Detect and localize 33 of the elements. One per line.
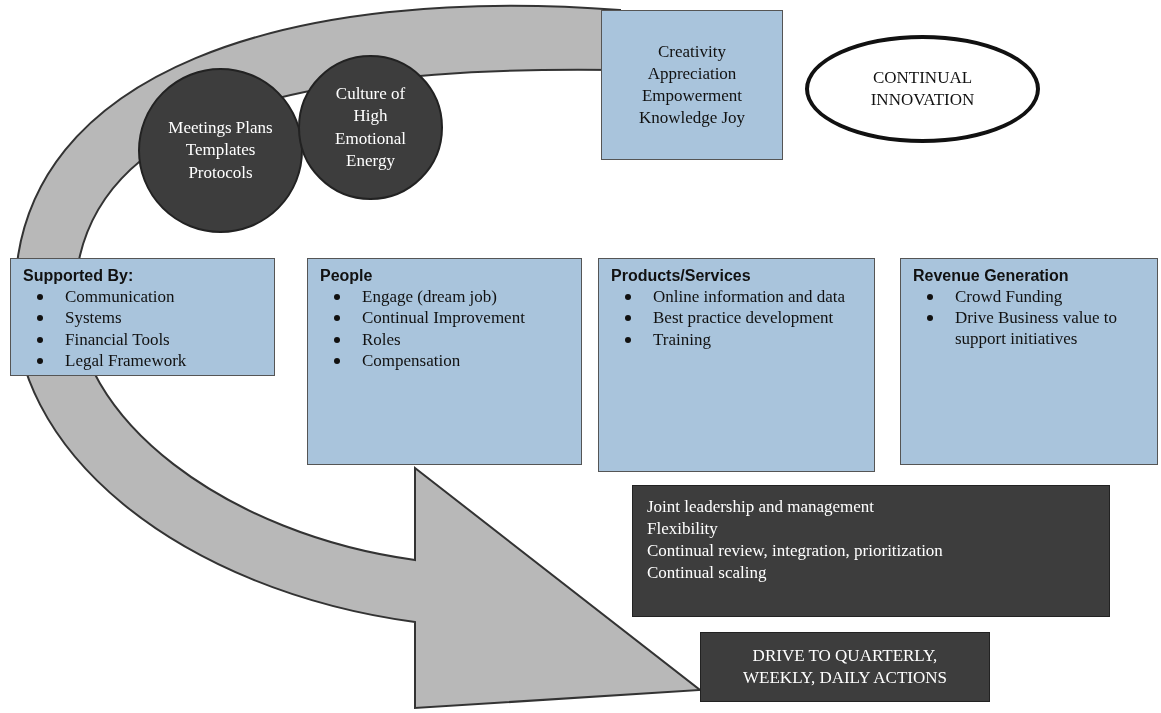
node-label: Meetings Plans Templates Protocols bbox=[167, 117, 274, 184]
box-heading: Supported By: bbox=[23, 267, 135, 285]
list-item: Financial Tools bbox=[65, 329, 170, 351]
list-item: Communication bbox=[65, 287, 175, 308]
list-item: Roles bbox=[362, 329, 401, 351]
note-box bbox=[632, 485, 1110, 617]
box-heading: Revenue Generation bbox=[913, 267, 1070, 285]
list-item: Best practice development bbox=[653, 308, 834, 329]
note-line: Joint leadership and management bbox=[647, 496, 876, 518]
list-item: Online information and data bbox=[653, 287, 846, 308]
action-box bbox=[700, 632, 990, 702]
list-item: Drive Business value to support initiatives bbox=[955, 308, 1118, 350]
node-label: Creativity Appreciation Empowerment Knowledge Joy bbox=[637, 40, 747, 130]
list-item: Engage (dream job) bbox=[362, 287, 497, 308]
box-heading: Products/Services bbox=[611, 267, 752, 285]
list-box bbox=[307, 258, 582, 465]
list-item: Systems bbox=[65, 308, 122, 329]
list-item: Training bbox=[653, 329, 711, 351]
list-item: Legal Framework bbox=[65, 351, 187, 372]
list-box bbox=[598, 258, 875, 472]
list-item: Continual Improvement bbox=[362, 308, 525, 329]
node-label: CONTINUAL INNOVATION bbox=[869, 66, 976, 111]
node-label: DRIVE TO QUARTERLY, WEEKLY, DAILY ACTIONS bbox=[742, 644, 948, 689]
list-item: Crowd Funding bbox=[955, 287, 1063, 308]
list-box bbox=[900, 258, 1158, 465]
note-line: Flexibility bbox=[647, 518, 719, 541]
note-line: Continual scaling bbox=[647, 562, 768, 585]
list-box bbox=[10, 258, 275, 376]
box-heading: People bbox=[320, 267, 374, 285]
list-item: Compensation bbox=[362, 351, 461, 372]
text-box bbox=[601, 10, 783, 160]
node-label: Culture of High Emotional Energy bbox=[334, 83, 407, 172]
note-line: Continual review, integration, prioritization bbox=[647, 540, 944, 563]
